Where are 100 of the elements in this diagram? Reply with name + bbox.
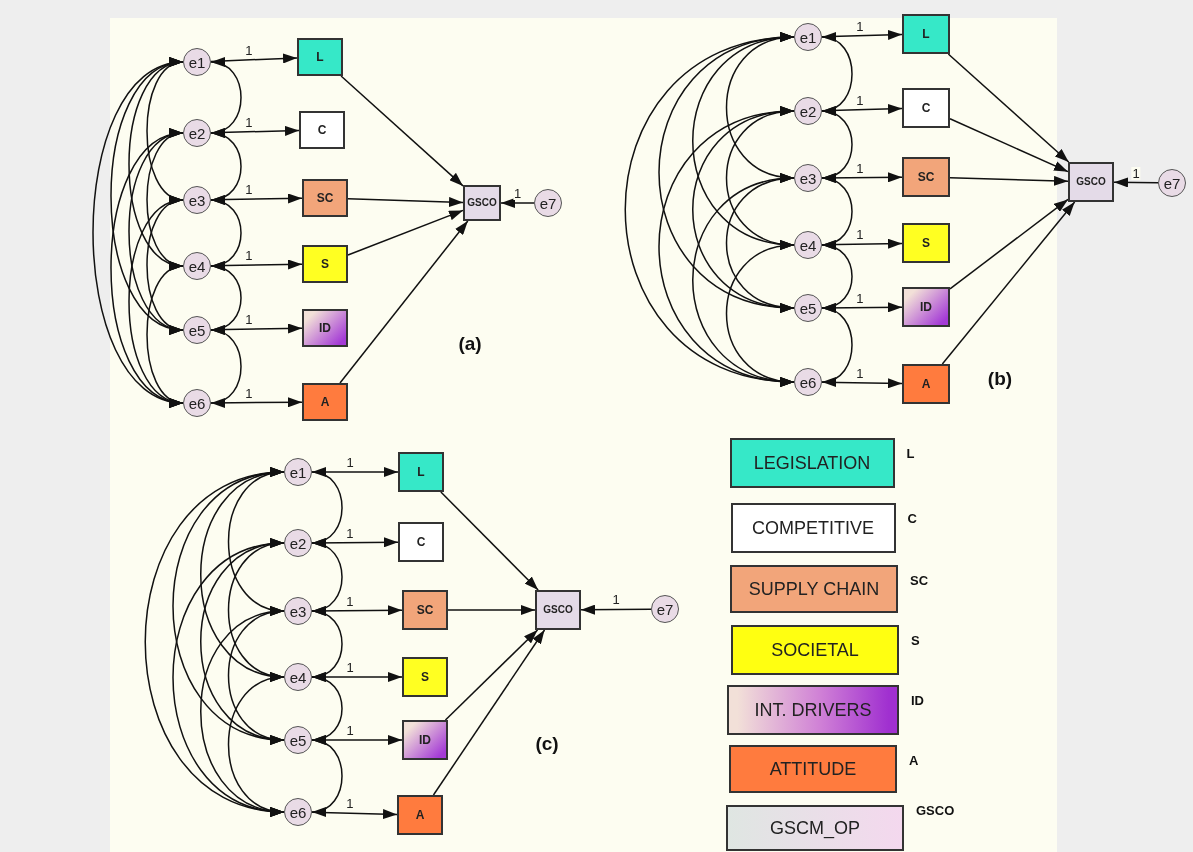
node-label: C: [921, 102, 931, 114]
edge-label: 1: [244, 386, 254, 400]
edge-label: 1: [345, 594, 355, 608]
edge-label: 1: [1131, 166, 1141, 180]
node-label: e1: [188, 54, 206, 70]
edge-label: 1: [855, 93, 865, 107]
arrow: [347, 209, 464, 256]
node-label: e5: [799, 300, 817, 316]
node-label: e6: [188, 395, 206, 411]
arrow: [444, 629, 539, 721]
covariance-arrow: [146, 264, 184, 405]
abbreviation-label: GSCO: [916, 803, 955, 818]
node-label: SC: [316, 192, 334, 204]
node-label: INT. DRIVERS: [754, 701, 872, 719]
node-label: e4: [289, 669, 307, 685]
node-label: S: [421, 671, 429, 683]
error-term-circle: [1158, 169, 1186, 197]
node-label: GSCO: [1076, 177, 1106, 187]
edge-label: 1: [512, 187, 523, 200]
node-label: e2: [289, 535, 307, 551]
variable-box: [398, 452, 444, 492]
variable-box: [902, 364, 950, 404]
edge-label: 1: [345, 797, 355, 811]
edge-label: 1: [855, 228, 865, 242]
node-label: e4: [188, 258, 206, 274]
variable-box: [302, 309, 348, 347]
variable-box: [299, 111, 345, 149]
edge-label: 1: [855, 291, 865, 305]
arrow: [339, 220, 469, 384]
variable-box: [902, 88, 950, 128]
node-label: e5: [188, 322, 206, 338]
panel-label: (c): [535, 733, 559, 755]
arrow: [447, 605, 536, 615]
covariance-arrow: [210, 327, 242, 406]
variable-box: [302, 383, 348, 421]
arrow: [340, 75, 464, 187]
node-label: e7: [539, 195, 557, 211]
node-label: e6: [289, 804, 307, 820]
variable-box: [398, 522, 444, 562]
node-label: e1: [799, 29, 817, 45]
covariance-arrow: [821, 305, 853, 385]
node-label: e3: [289, 603, 307, 619]
node-label: S: [922, 237, 930, 249]
node-label: e3: [188, 192, 206, 208]
abbreviation-label: S: [911, 633, 920, 648]
panel-label: (b): [987, 368, 1013, 390]
abbreviation-label: L: [906, 446, 915, 461]
edge-label: 1: [244, 183, 254, 197]
node-label: GSCM_OP: [770, 819, 860, 837]
variable-box: [902, 223, 950, 263]
node-label: A: [320, 396, 330, 408]
edge-label: 1: [244, 313, 254, 327]
arrow: [1113, 177, 1159, 188]
edge-label: 1: [345, 456, 355, 469]
variable-box: [463, 185, 501, 221]
arrow: [941, 201, 1076, 365]
node-label: e7: [656, 601, 674, 617]
node-label: L: [922, 28, 930, 40]
variable-box: [397, 795, 443, 835]
variable-box: [535, 590, 581, 630]
node-label: ID: [419, 734, 431, 746]
node-label: L: [316, 51, 324, 63]
arrow: [947, 53, 1070, 163]
variable-box: [1068, 162, 1114, 202]
abbreviation-label: ID: [911, 693, 924, 708]
arrow: [949, 175, 1069, 186]
node-label: A: [415, 809, 425, 821]
edge-label: 1: [855, 161, 865, 175]
abbreviation-label: A: [909, 753, 919, 768]
node-label: e3: [799, 170, 817, 186]
node-label: C: [317, 124, 327, 136]
covariance-arrow: [311, 737, 343, 815]
node-label: e1: [289, 464, 307, 480]
node-label: SC: [917, 171, 935, 183]
edge-label: 1: [244, 43, 254, 57]
edge-label: 1: [611, 593, 621, 607]
variable-box: [402, 657, 448, 697]
edge-label: 1: [855, 366, 865, 380]
variable-box: [302, 245, 348, 283]
node-label: GSCO: [467, 198, 497, 208]
edge-label: 1: [244, 249, 254, 263]
node-label: ID: [920, 301, 932, 313]
variable-box: [402, 590, 448, 630]
node-label: A: [921, 378, 931, 390]
edge-label: 1: [855, 19, 865, 33]
arrow: [580, 604, 652, 615]
variable-box: [297, 38, 343, 76]
panel-label: (a): [458, 333, 482, 355]
variable-box: [402, 720, 448, 760]
arrow: [432, 629, 546, 796]
node-label: LEGISLATION: [753, 454, 871, 472]
node-label: COMPETITIVE: [752, 519, 874, 537]
variable-box: [902, 157, 950, 197]
abbreviation-label: SC: [910, 573, 929, 588]
variable-box: [902, 14, 950, 54]
arrow: [500, 198, 535, 208]
variable-box: [302, 179, 348, 217]
node-label: e6: [799, 374, 817, 390]
node-label: ID: [319, 322, 331, 334]
node-label: C: [416, 536, 426, 548]
